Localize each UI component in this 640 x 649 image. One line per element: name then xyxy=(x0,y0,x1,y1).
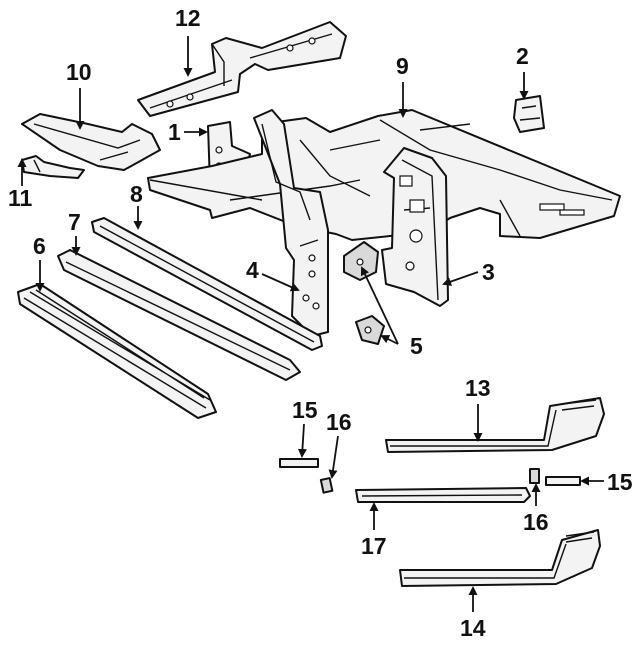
part-5-bracket-upper xyxy=(343,241,379,281)
callout-15-left: 15 xyxy=(292,397,318,423)
part-17-sill-strip xyxy=(355,487,531,503)
part-16-clip-right xyxy=(529,468,540,484)
part-5-bracket-lower xyxy=(355,315,385,345)
part-14-lower-molding xyxy=(399,529,601,587)
callout-7: 7 xyxy=(68,209,81,235)
part-13-rocker-molding xyxy=(385,397,605,453)
callout-12: 12 xyxy=(175,5,201,31)
callout-11: 11 xyxy=(8,185,33,211)
callout-1: 1 xyxy=(168,119,181,145)
callout-14: 14 xyxy=(460,615,486,641)
callout-13: 13 xyxy=(465,375,491,401)
callout-10: 10 xyxy=(66,59,92,85)
callout-5: 5 xyxy=(410,333,423,359)
part-8-inner-rocker xyxy=(91,217,323,351)
callout-17: 17 xyxy=(361,533,387,559)
callout-labels: 12 2 9 10 1 11 8 7 6 4 3 5 13 15 16 15 1… xyxy=(8,5,633,641)
part-15-end-cap-right xyxy=(545,476,581,486)
callout-9: 9 xyxy=(396,53,409,79)
part-4-b-pillar xyxy=(253,109,329,337)
part-15-end-cap-left xyxy=(279,458,319,468)
part-2-bracket xyxy=(513,95,545,133)
part-16-clip-left xyxy=(319,477,334,494)
part-11-bracket xyxy=(21,155,85,179)
part-3-quarter-pillar xyxy=(381,147,449,307)
leader-lines xyxy=(17,36,604,612)
callout-4: 4 xyxy=(246,257,259,283)
callout-16-left: 16 xyxy=(326,409,352,435)
part-12-floor-crossmember xyxy=(137,21,347,117)
callout-2: 2 xyxy=(516,43,529,69)
callout-8: 8 xyxy=(130,181,143,207)
callout-16-right: 16 xyxy=(523,509,549,535)
callout-6: 6 xyxy=(33,233,46,259)
part-6-outer-rocker xyxy=(17,283,217,419)
part-10-floor-rail xyxy=(21,113,161,171)
callout-3: 3 xyxy=(482,259,495,285)
callout-15-right: 15 xyxy=(607,469,633,495)
part-7-rocker-reinforcement xyxy=(57,249,301,381)
